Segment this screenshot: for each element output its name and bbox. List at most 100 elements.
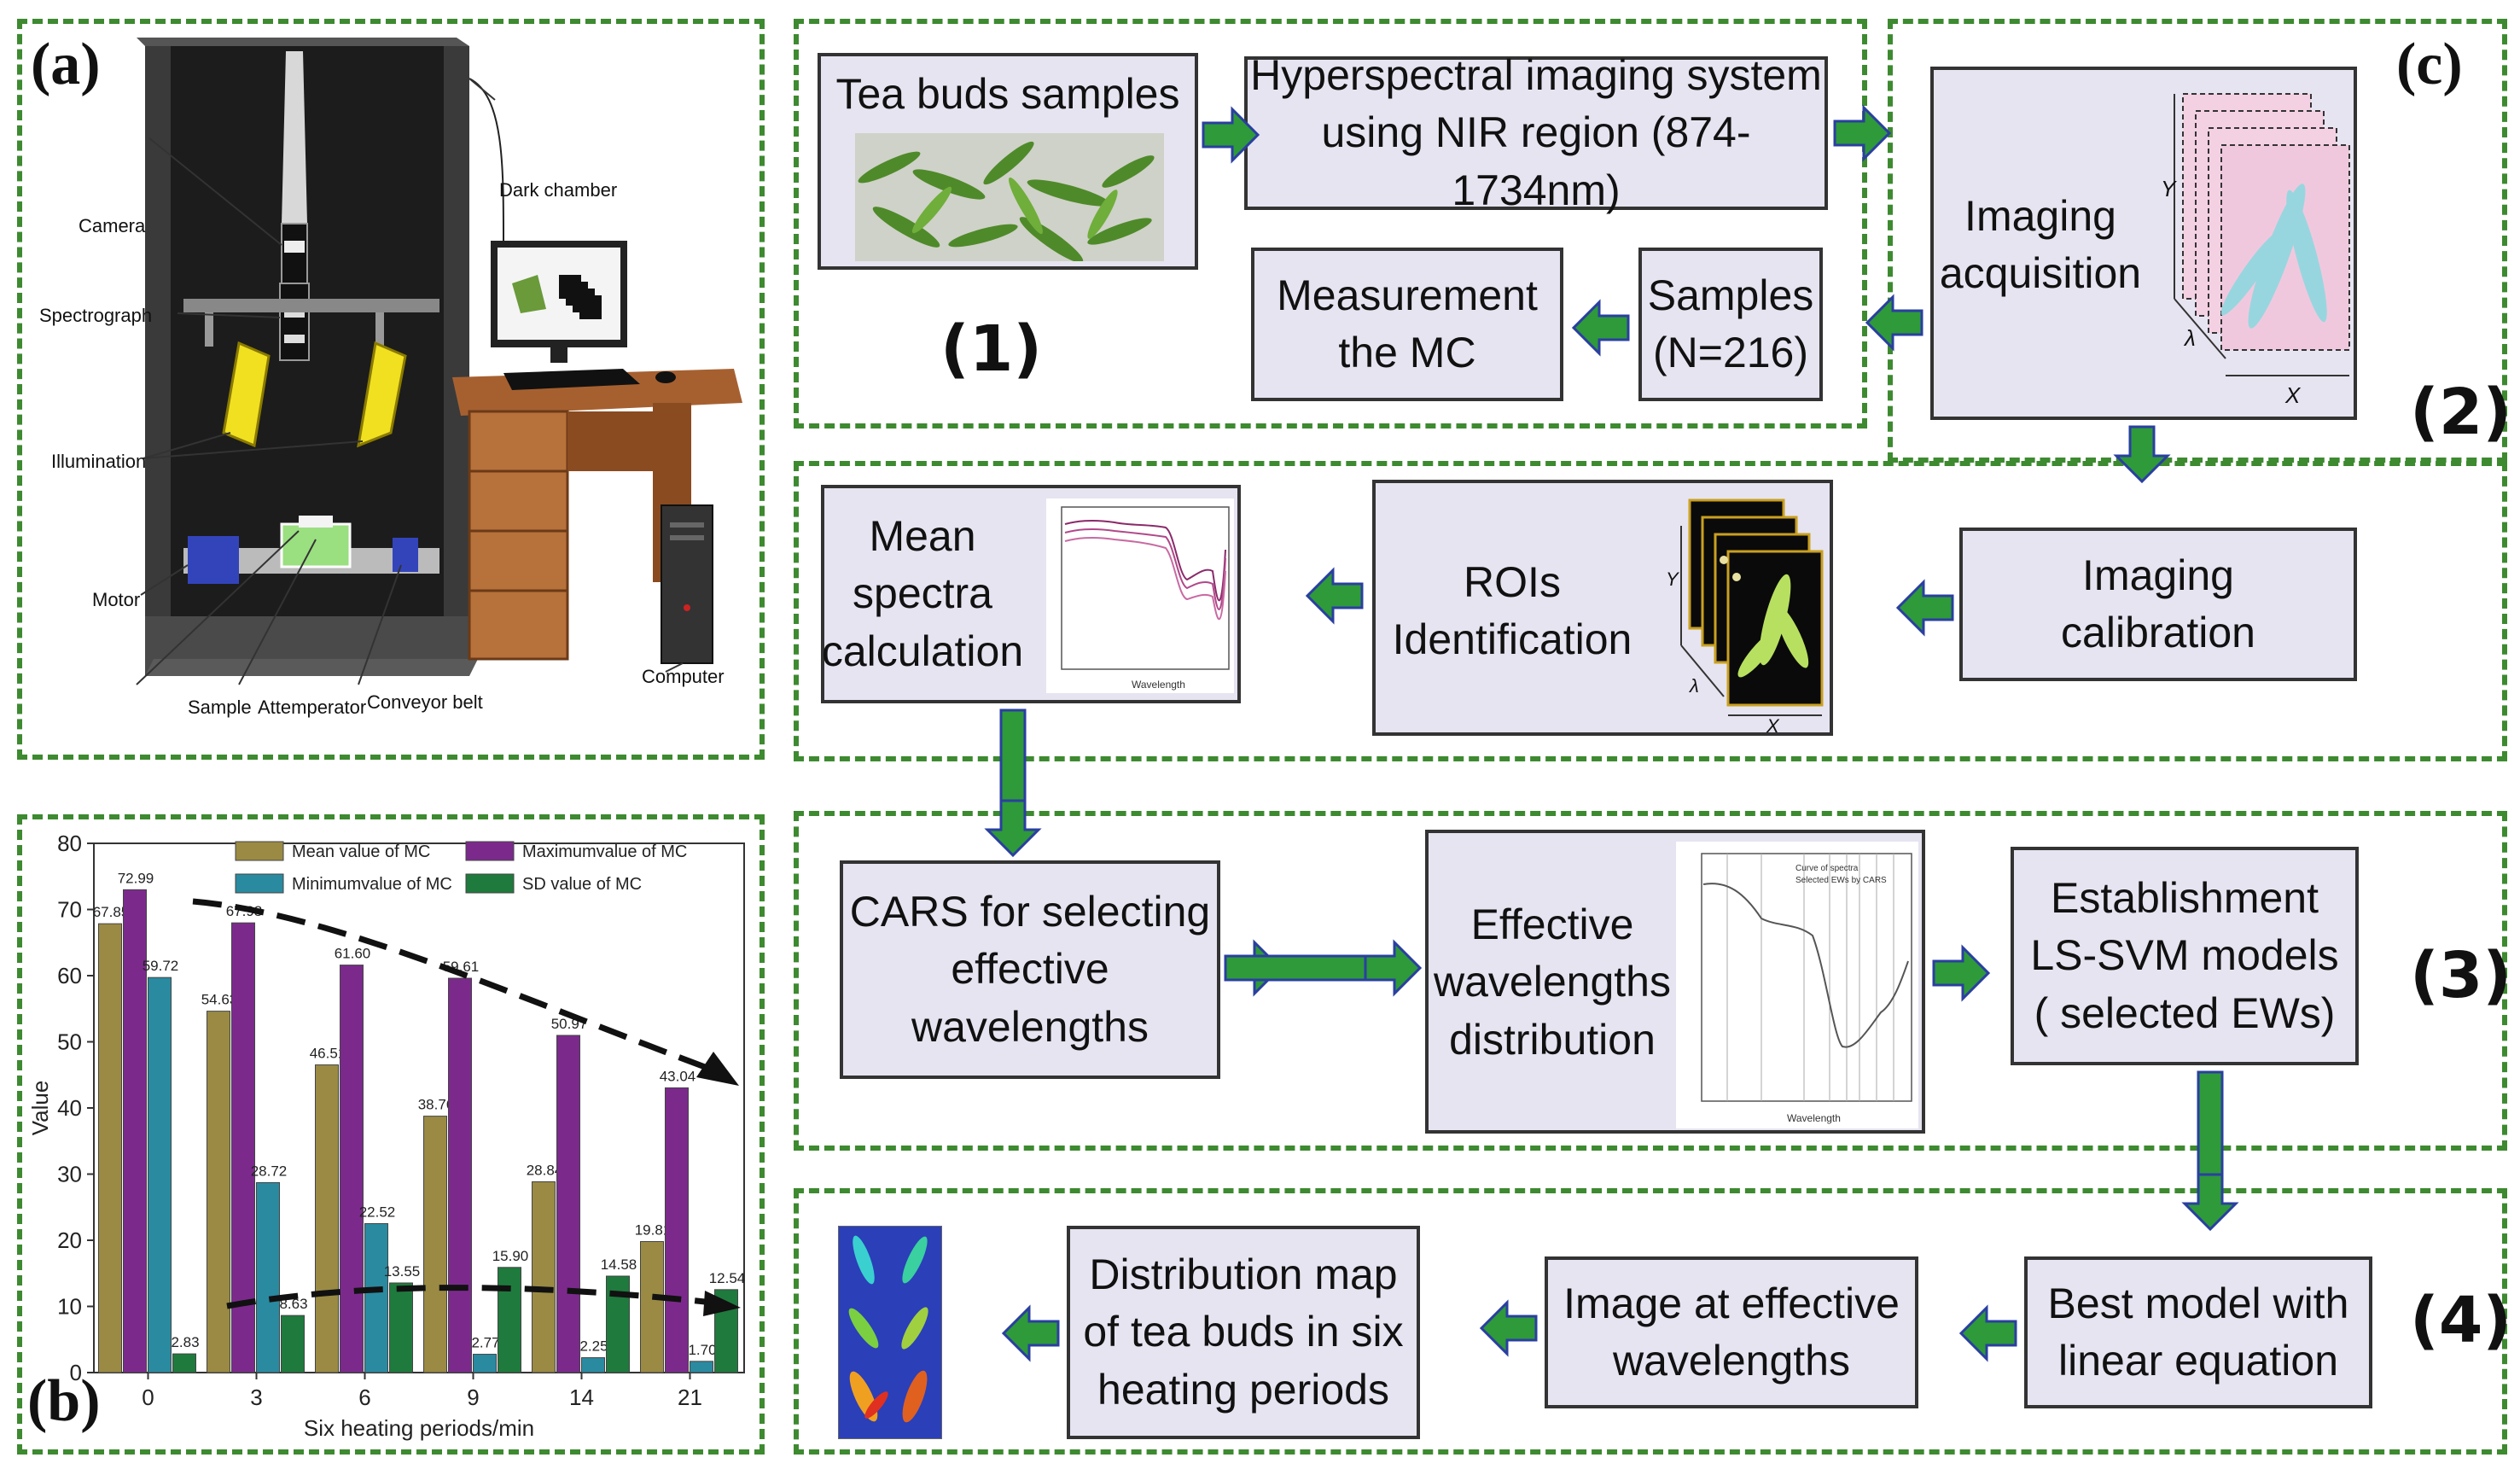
bar-value-label: 22.52 (359, 1204, 396, 1220)
legend-swatch (235, 841, 284, 861)
samples-line-1: Samples (1647, 271, 1814, 319)
hsi-line-1: Hyperspectral imaging system (1250, 50, 1822, 99)
panel-b (17, 814, 765, 1455)
roi-axis-lambda: λ (1689, 675, 1699, 697)
roi-axis-x: X (1766, 715, 1780, 734)
est-line-3: ( selected EWs) (2034, 988, 2336, 1037)
mc-bar-chart: 0102030405060708067.8572.9959.722.83054.… (27, 831, 746, 1441)
step-1-label: (1) (940, 312, 1043, 386)
mean-spectra-plot: Wavelength (1046, 498, 1234, 693)
arrow-dist-to-map (1002, 1306, 1060, 1361)
crossbar (183, 299, 439, 312)
eff-line-3: distribution (1449, 1015, 1656, 1064)
bar (364, 1222, 388, 1373)
box-imaging-calibration: Imaging calibration (1959, 528, 2357, 681)
cars-line-3: wavelengths (911, 1002, 1149, 1051)
bar-value-label: 38.76 (418, 1097, 455, 1113)
calib-line-1: Imaging (2082, 551, 2234, 599)
spectrograph (279, 283, 310, 361)
box-imaging-acquisition: Imaging acquisition Y λ X (1930, 67, 2357, 420)
panel-a-label: (a) (31, 32, 101, 97)
arrow-mean-to-cars-shaft (999, 708, 1027, 806)
trend-arrow-sd (226, 1285, 706, 1309)
cars-line-2: effective (951, 945, 1109, 994)
camera-mount (282, 51, 307, 224)
bar (207, 1011, 230, 1373)
trend-arrow-max (192, 898, 707, 1070)
camera (281, 223, 308, 284)
y-axis-label: Value (27, 1081, 53, 1136)
imaging-apparatus-illustration (136, 38, 742, 685)
arrow-img-to-dist (1480, 1301, 1538, 1355)
x-tick-label: 0 (142, 1385, 154, 1410)
bar-value-label: 67.85 (93, 904, 130, 920)
roi-line-2: Identification (1392, 615, 1632, 663)
arrow-acq-to-samples (1865, 295, 1923, 350)
bar-value-label: 2.25 (579, 1338, 608, 1355)
effective-wavelengths-plot: Curve of spectra Selected EWs by CARS Wa… (1676, 842, 1918, 1128)
bar (123, 889, 147, 1373)
arrow-calib-to-roi (1896, 580, 1954, 635)
legend-swatch (465, 873, 515, 894)
x-tick-label: 6 (358, 1385, 370, 1410)
ew-spectrum-curve (1702, 883, 1909, 1048)
box-tea-buds-samples: Tea buds samples (818, 53, 1198, 270)
mouse (655, 371, 676, 383)
acq-line-1: Imaging (1964, 191, 2116, 240)
y-tick-label: 10 (57, 1294, 82, 1320)
box-hyperspectral-system: Hyperspectral imaging system using NIR r… (1244, 51, 1828, 214)
box-mean-spectra: Mean spectra calculation Wavelength (821, 485, 1241, 703)
box-samples: Samples (N=216) (1638, 248, 1823, 401)
bar-value-label: 12.54 (709, 1270, 746, 1286)
box-effective-wavelengths: Effective wavelengths distribution Curve… (1425, 830, 1925, 1134)
desk-left-drawers (468, 410, 569, 661)
bar (556, 1035, 580, 1373)
bar (665, 1087, 689, 1373)
x-tick-label: 3 (250, 1385, 262, 1410)
step-2-label: (2) (2410, 376, 2512, 449)
acq-line-2: acquisition (1939, 249, 2142, 297)
est-line-2: LS-SVM models (2030, 931, 2339, 980)
bar (640, 1240, 664, 1373)
arrow-est-to-best-shaft (2197, 1070, 2224, 1176)
computer-tower (661, 504, 713, 664)
chamber-base (145, 659, 478, 676)
arrow-eff-to-est (1932, 946, 1990, 1000)
bar-value-label: 46.51 (310, 1046, 346, 1062)
img-eff-line-2: wavelengths (1613, 1337, 1850, 1385)
label-computer: Computer (642, 666, 725, 687)
bar-value-label: 61.60 (335, 946, 371, 962)
box-best-model: Best model with linear equation (2024, 1256, 2372, 1408)
hypercube-illustration: Y λ X (2161, 93, 2350, 408)
est-line-1: Establishment (2050, 873, 2319, 922)
ew-legend-1: Curve of spectra (1795, 864, 1859, 873)
measurement-line-2: the MC (1338, 329, 1476, 376)
trend-arrowhead-max (696, 1052, 739, 1086)
legend-label: Minimumvalue of MC (292, 875, 452, 894)
panel-a (17, 19, 765, 760)
bar-value-label: 28.72 (251, 1163, 288, 1179)
bar (98, 923, 122, 1373)
bar (172, 1353, 196, 1373)
y-tick-label: 0 (70, 1360, 82, 1385)
flow-group-1 (794, 19, 1867, 429)
bar (256, 1181, 280, 1373)
dist-line-2: of tea buds in six (1083, 1308, 1404, 1356)
eff-line-2: wavelengths (1434, 958, 1671, 1006)
label-camera: Camera (79, 215, 146, 236)
bar-value-label: 14.58 (601, 1256, 637, 1273)
x-axis-label: Six heating periods/min (304, 1415, 534, 1441)
best-line-2: linear equation (2057, 1337, 2339, 1385)
camera-lens (284, 241, 305, 253)
arrow-mean-to-cars (986, 799, 1040, 857)
legend-label: Maximumvalue of MC (522, 842, 687, 861)
flow-group-4 (794, 1188, 2507, 1455)
mean-line-3: calculation (821, 627, 1024, 675)
label-conveyor-belt: Conveyor belt (367, 691, 483, 713)
bar-value-label: 2.83 (171, 1334, 199, 1350)
bar (340, 965, 364, 1373)
bar-value-label: 13.55 (384, 1263, 421, 1280)
cube-axis-lambda: λ (2183, 325, 2196, 351)
trend-arrowhead-sd (703, 1291, 741, 1316)
